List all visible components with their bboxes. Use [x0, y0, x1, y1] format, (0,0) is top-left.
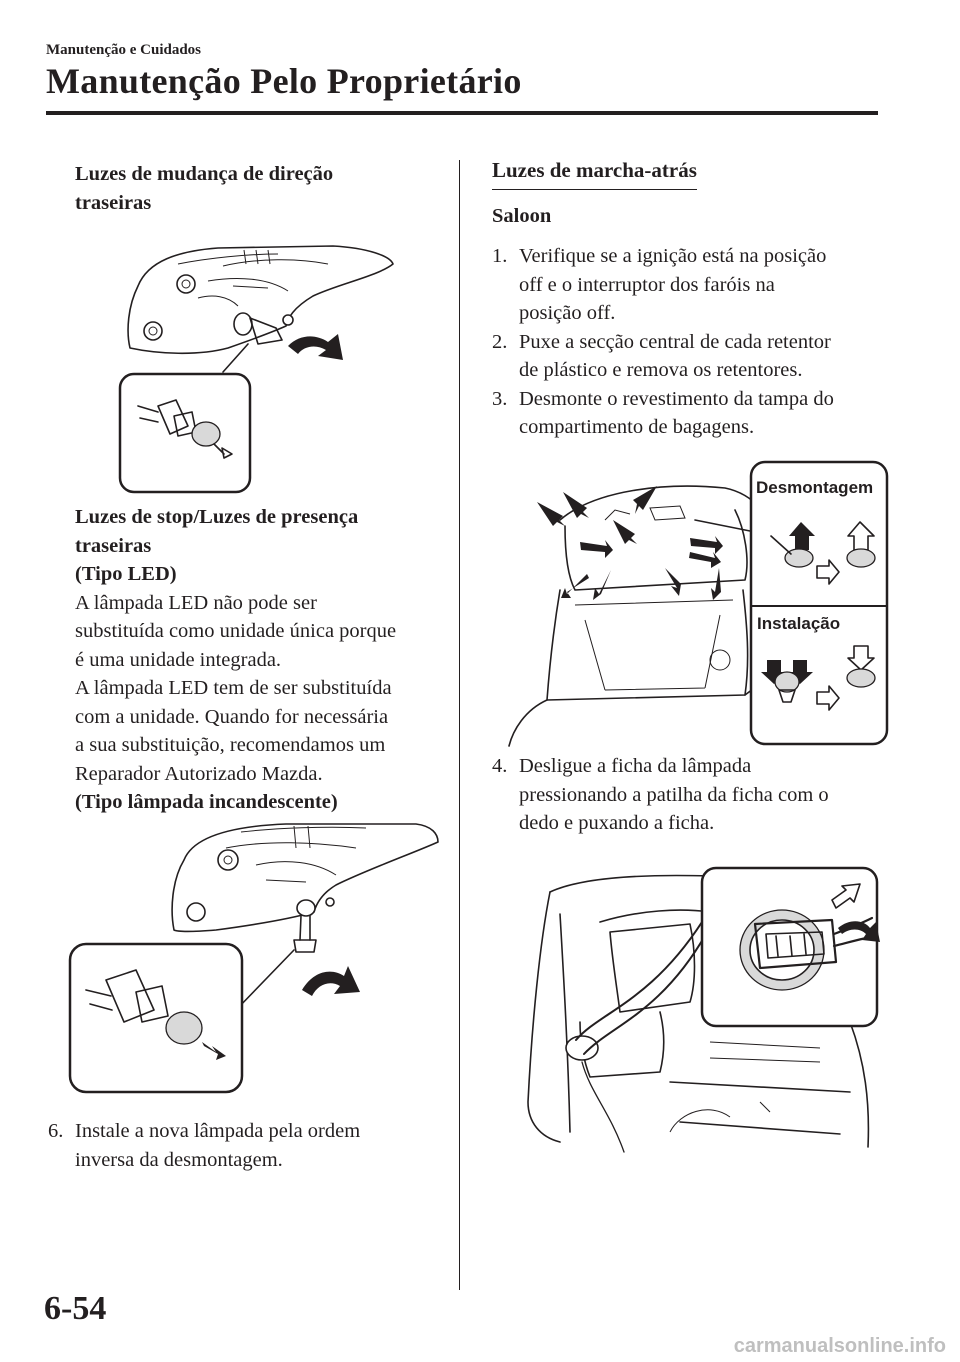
figure-turn-signal-bulb — [118, 245, 394, 494]
column-divider — [459, 160, 460, 1290]
step-3: 3. Desmonte o revestimento da tampa do c… — [492, 387, 834, 439]
section-label: Manutenção e Cuidados — [46, 42, 202, 58]
stop-tail-lamp-block: Luzes de stop/Luzes de presença traseira… — [75, 506, 397, 813]
label-installation: Instalação — [757, 614, 840, 633]
heading-reverse-lights: Luzes de marcha-atrás — [492, 158, 697, 190]
step-2: 2. Puxe a secção central de cada retento… — [492, 330, 831, 382]
steps-1-3: 1. Verifique se a ignição está na posiçã… — [492, 242, 892, 442]
page-number: 6-54 — [44, 1290, 107, 1327]
figure-trunk-trim-removal: Desmontagem Instalação — [508, 460, 889, 747]
chapter-title: Manutenção Pelo Proprietário — [46, 61, 522, 101]
step-1: 1. Verifique se a ignição está na posiçã… — [492, 245, 827, 324]
label-removal: Desmontagem — [756, 478, 873, 497]
step-6: 6. Instale a nova lâmpada pela ordem inv… — [48, 1120, 361, 1171]
subheading-saloon: Saloon — [492, 205, 552, 227]
step-4: 4. Desligue a ficha da lâmpada pressiona… — [492, 755, 829, 834]
figure-bulb-connector — [527, 866, 880, 1153]
heading-rear-turn-signals: Luzes de mudança de direção traseiras — [75, 163, 334, 214]
watermark: carmanualsonline.info — [733, 1335, 946, 1357]
figure-incandescent-bulb — [68, 823, 439, 1094]
header-rule — [46, 111, 878, 115]
